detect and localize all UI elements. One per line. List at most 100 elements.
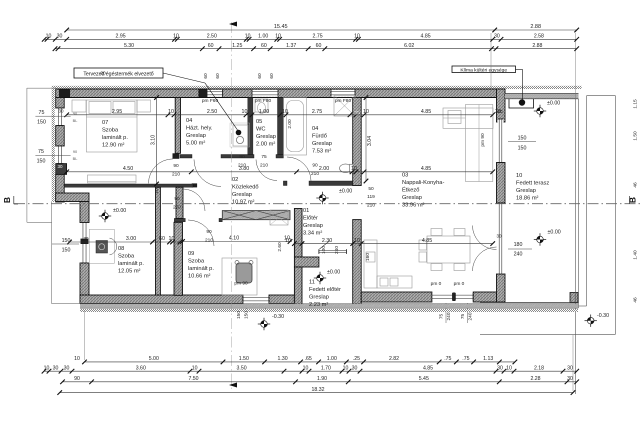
svg-text:60: 60 <box>257 73 263 79</box>
svg-text:11: 11 <box>309 280 315 286</box>
svg-text:2.75: 2.75 <box>312 109 322 115</box>
svg-text:5.30: 5.30 <box>124 43 134 49</box>
svg-text:5.45: 5.45 <box>419 376 429 382</box>
svg-text:60: 60 <box>215 73 221 79</box>
svg-text:2.58: 2.58 <box>534 34 544 40</box>
svg-text:Tervezett égéstermék elvezető: Tervezett égéstermék elvezető <box>83 72 153 78</box>
svg-text:10.66 m²: 10.66 m² <box>188 273 211 279</box>
svg-text:2.23 m²: 2.23 m² <box>309 302 328 308</box>
svg-text:10: 10 <box>354 34 360 40</box>
svg-text:pm F80: pm F80 <box>255 98 272 104</box>
svg-text:240: 240 <box>446 312 452 320</box>
svg-text:90: 90 <box>73 112 77 116</box>
svg-text:60: 60 <box>316 43 322 49</box>
svg-text:90: 90 <box>174 196 180 202</box>
svg-text:7.53 m²: 7.53 m² <box>312 148 331 154</box>
svg-text:60: 60 <box>269 73 275 79</box>
svg-text:210: 210 <box>311 171 319 177</box>
svg-text:60: 60 <box>208 43 214 49</box>
svg-text:2.30: 2.30 <box>322 238 332 244</box>
svg-text:Előtér: Előtér <box>303 215 318 221</box>
svg-text:Házt. hely.: Házt. hely. <box>186 125 213 131</box>
svg-text:210: 210 <box>260 163 268 169</box>
svg-text:4.50: 4.50 <box>123 166 133 172</box>
svg-text:2.00: 2.00 <box>287 119 293 129</box>
svg-text:10: 10 <box>245 34 251 40</box>
svg-text:Greslap: Greslap <box>256 134 276 140</box>
svg-text:1.37: 1.37 <box>286 43 296 49</box>
svg-text:30: 30 <box>497 109 503 114</box>
svg-text:75: 75 <box>460 314 466 320</box>
svg-text:150: 150 <box>518 136 527 142</box>
svg-text:2.75: 2.75 <box>313 34 323 40</box>
svg-text:5.00: 5.00 <box>149 356 159 362</box>
svg-text:30: 30 <box>58 109 64 114</box>
svg-text:1.40: 1.40 <box>633 250 639 260</box>
svg-text:18.86 m²: 18.86 m² <box>516 195 539 201</box>
svg-text:150: 150 <box>62 238 71 244</box>
svg-text:6.02: 6.02 <box>404 43 414 49</box>
svg-text:Étkező: Étkező <box>402 186 419 193</box>
svg-text:2.50: 2.50 <box>207 34 217 40</box>
svg-text:2.00: 2.00 <box>319 166 329 172</box>
svg-text:±0.00: ±0.00 <box>548 230 561 236</box>
svg-text:10: 10 <box>168 109 174 115</box>
svg-text:1.50: 1.50 <box>239 356 249 362</box>
svg-text:4.85: 4.85 <box>421 109 431 115</box>
svg-text:30: 30 <box>53 365 59 371</box>
svg-text:50: 50 <box>368 186 374 192</box>
svg-text:3.80: 3.80 <box>239 166 249 172</box>
svg-text:10: 10 <box>154 188 160 194</box>
svg-text:-0.30: -0.30 <box>272 314 284 320</box>
svg-text:4.85: 4.85 <box>421 166 431 172</box>
svg-text:240: 240 <box>468 312 474 320</box>
svg-text:03: 03 <box>402 173 408 179</box>
svg-text:Greslap: Greslap <box>232 192 252 198</box>
svg-text:10: 10 <box>44 365 50 371</box>
svg-text:150: 150 <box>37 120 46 126</box>
svg-text:B: B <box>2 197 12 203</box>
svg-text:150: 150 <box>244 311 250 319</box>
svg-text:Greslap: Greslap <box>516 188 536 194</box>
svg-text:02: 02 <box>232 177 238 183</box>
svg-text:3.50: 3.50 <box>237 365 247 371</box>
svg-text:10: 10 <box>354 238 360 244</box>
svg-text:10: 10 <box>303 365 309 371</box>
svg-text:10: 10 <box>516 173 522 179</box>
svg-text:1.15: 1.15 <box>633 99 639 109</box>
svg-text:1.00: 1.00 <box>327 356 337 362</box>
svg-text:1.30: 1.30 <box>278 356 288 362</box>
svg-text:46: 46 <box>633 297 639 303</box>
svg-text:1.13: 1.13 <box>483 356 493 362</box>
svg-text:7.50: 7.50 <box>188 376 198 382</box>
svg-text:3.04: 3.04 <box>367 136 373 146</box>
svg-text:210: 210 <box>172 172 180 178</box>
svg-text:Szoba: Szoba <box>188 258 205 264</box>
svg-text:2.60: 2.60 <box>277 242 283 252</box>
svg-text:30: 30 <box>64 365 70 371</box>
svg-text:10: 10 <box>169 236 175 242</box>
svg-text:5.00 m²: 5.00 m² <box>186 140 205 146</box>
svg-text:10: 10 <box>242 109 248 115</box>
svg-text:250: 250 <box>173 205 181 211</box>
svg-text:1.90: 1.90 <box>317 376 327 382</box>
svg-text:90: 90 <box>206 229 212 235</box>
svg-text:10: 10 <box>351 166 357 172</box>
svg-text:75: 75 <box>261 154 267 160</box>
svg-text:210: 210 <box>238 163 246 169</box>
svg-text:1.70: 1.70 <box>321 365 331 371</box>
svg-text:laminált p.: laminált p. <box>188 266 214 272</box>
svg-text:2.28: 2.28 <box>530 376 540 382</box>
svg-text:75: 75 <box>38 149 44 155</box>
svg-text:2.82: 2.82 <box>389 356 399 362</box>
svg-text:2.18: 2.18 <box>534 365 544 371</box>
svg-text:2.00 m²: 2.00 m² <box>256 141 275 147</box>
svg-text:4.10: 4.10 <box>229 236 239 242</box>
svg-text:1.00: 1.00 <box>258 34 268 40</box>
svg-text:90: 90 <box>312 163 318 169</box>
svg-text:pm 90: pm 90 <box>234 281 248 287</box>
svg-text:±0.00: ±0.00 <box>547 101 560 107</box>
svg-text:BL: BL <box>73 119 78 123</box>
svg-text:30: 30 <box>83 236 89 241</box>
svg-text:Klíma kültéri egysége: Klíma kültéri egysége <box>460 67 507 73</box>
